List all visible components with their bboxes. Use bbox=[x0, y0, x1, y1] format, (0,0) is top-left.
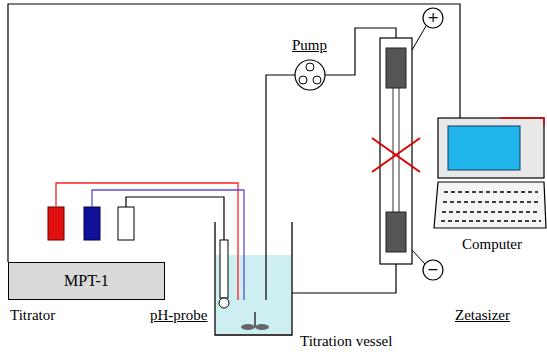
device-label: Zetasizer bbox=[455, 307, 510, 324]
capillary bbox=[393, 88, 394, 212]
laser-cross bbox=[372, 138, 420, 172]
polarity-sign: + bbox=[427, 10, 439, 25]
device-name: MPT-1 bbox=[64, 272, 109, 290]
device-label: Titrator bbox=[10, 307, 55, 324]
probe-bulb bbox=[219, 298, 229, 308]
beaker bbox=[215, 222, 292, 335]
keys bbox=[444, 191, 538, 193]
electrode bbox=[386, 212, 406, 252]
probe-connector bbox=[118, 207, 134, 240]
polarity-sign: − bbox=[427, 262, 439, 277]
ph-probe bbox=[220, 240, 228, 298]
device-label: pH-probe bbox=[150, 307, 207, 324]
red-connector bbox=[48, 207, 64, 240]
keys bbox=[442, 211, 540, 213]
blue-connector bbox=[84, 207, 100, 240]
laser-cross bbox=[372, 138, 420, 172]
capillary bbox=[399, 88, 400, 212]
pump-roller bbox=[306, 63, 314, 71]
monitor bbox=[438, 118, 544, 178]
pump-roller bbox=[299, 76, 307, 84]
stirrer-blade bbox=[241, 324, 255, 330]
device-label: Computer bbox=[462, 236, 522, 253]
circle-shape bbox=[423, 260, 443, 280]
electrode-lead bbox=[412, 26, 426, 50]
device-label: Titration vessel bbox=[300, 333, 392, 350]
electrode bbox=[386, 48, 406, 88]
stirrer-shaft bbox=[254, 312, 256, 327]
keys bbox=[443, 201, 539, 203]
stirrer-blade bbox=[255, 324, 269, 330]
keys bbox=[441, 220, 541, 222]
electrode-lead bbox=[412, 250, 425, 264]
titrator-box: MPT-1 bbox=[8, 262, 165, 300]
keyboard bbox=[434, 182, 546, 228]
measuring-cell bbox=[380, 38, 412, 264]
terminal-circle: − bbox=[422, 259, 444, 281]
terminal-circle: + bbox=[422, 7, 444, 29]
screen bbox=[448, 126, 520, 170]
sample-tube bbox=[266, 75, 295, 300]
return-tube bbox=[292, 264, 396, 293]
circle-shape bbox=[423, 8, 443, 28]
pump-roller bbox=[313, 76, 321, 84]
monitor-edge bbox=[500, 118, 544, 126]
device-label: Pump bbox=[292, 37, 327, 54]
probe-cable bbox=[126, 197, 224, 240]
pump-symbol bbox=[295, 60, 325, 90]
